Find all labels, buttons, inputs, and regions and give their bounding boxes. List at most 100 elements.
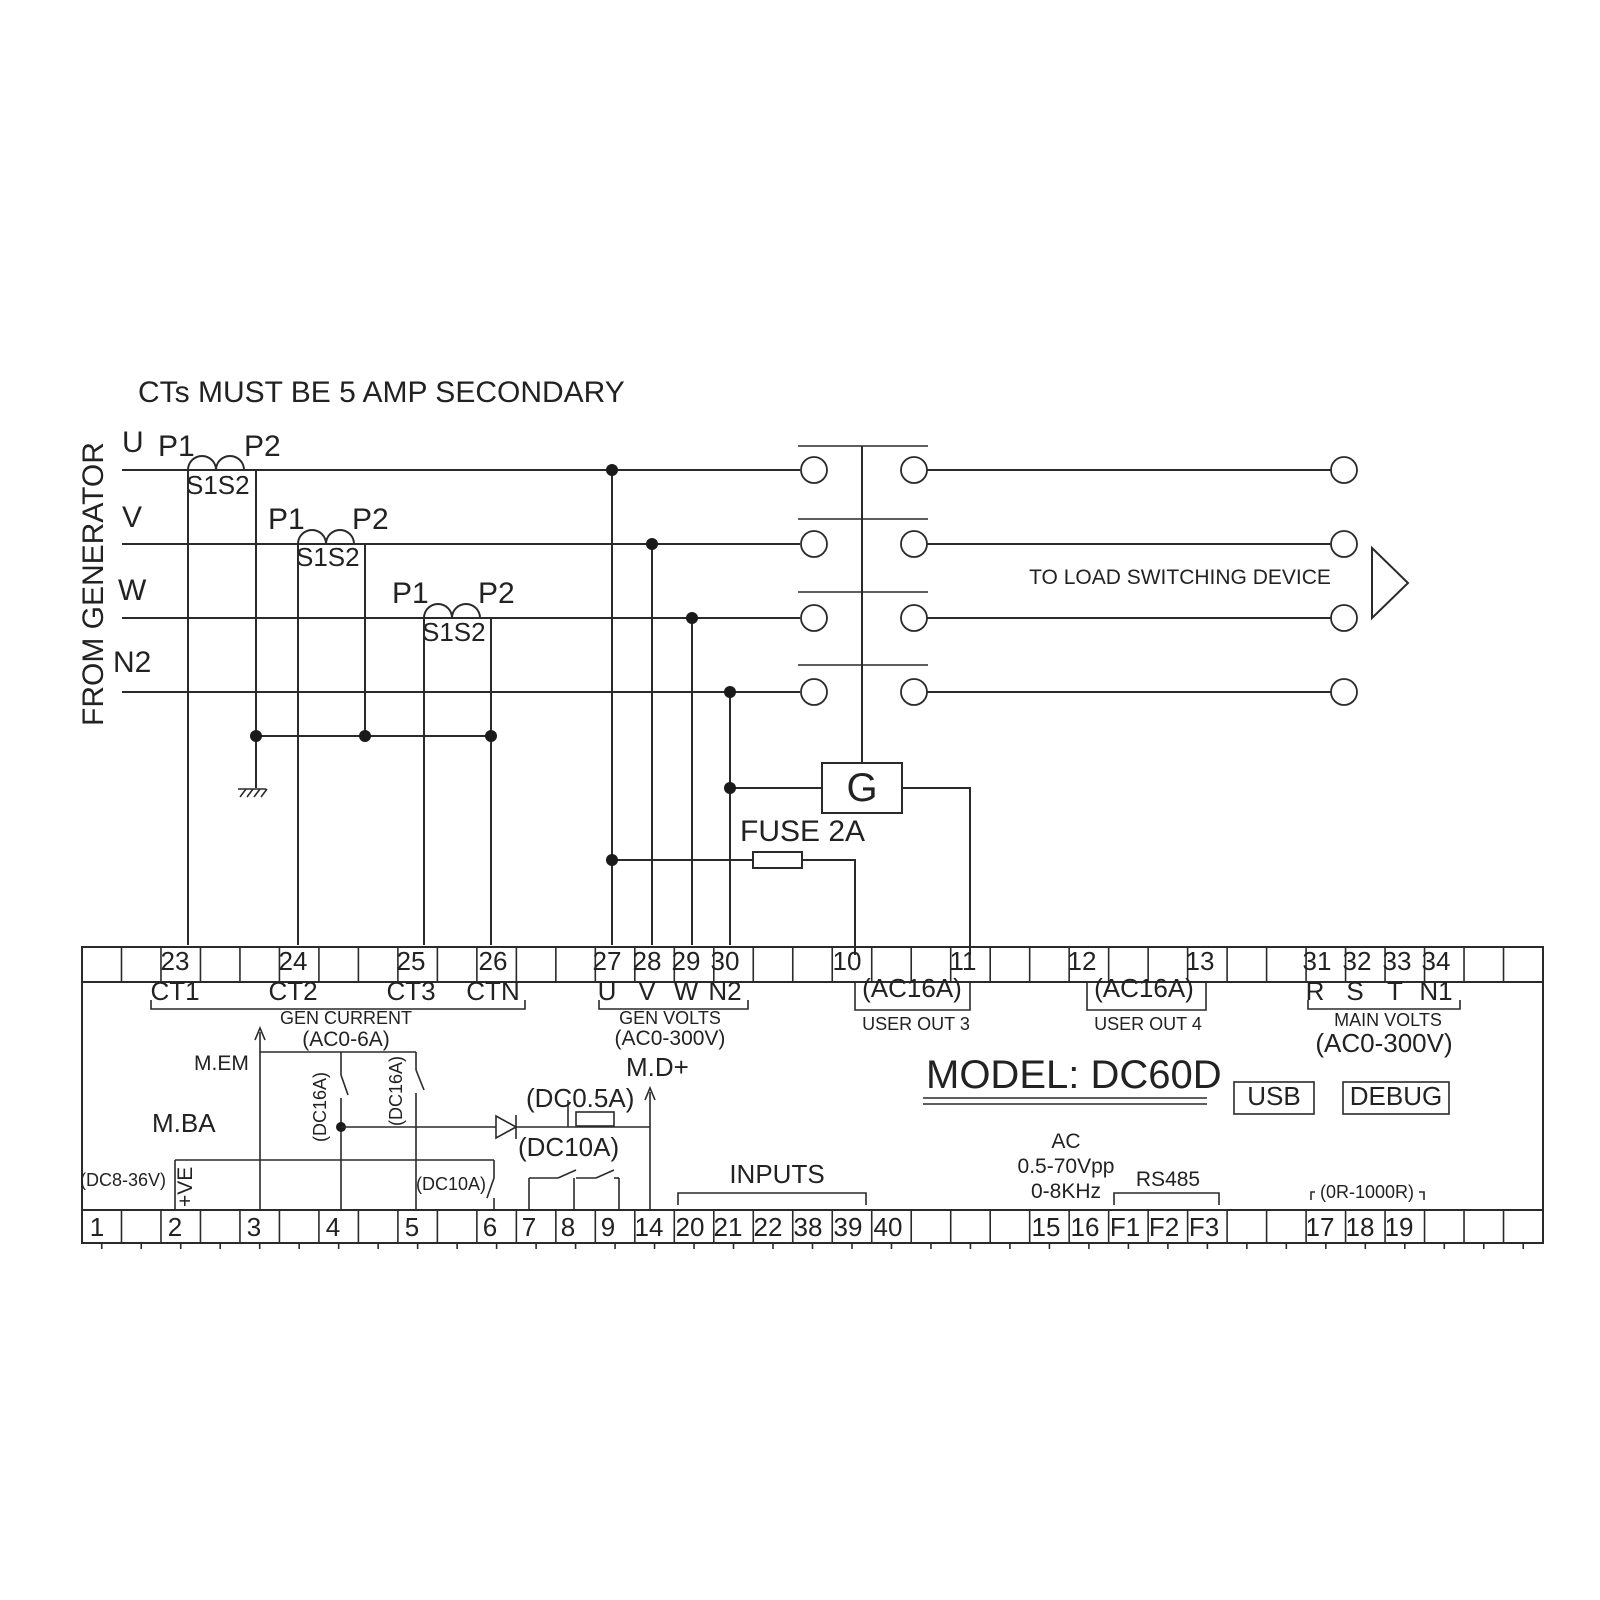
terminal-29: 29 <box>672 946 701 976</box>
load-label: TO LOAD SWITCHING DEVICE <box>1029 566 1331 589</box>
terminal-8: 8 <box>561 1212 575 1242</box>
terminal-26: 26 <box>479 946 508 976</box>
usb-port: USB <box>1233 1081 1315 1115</box>
user-out-3-label: USER OUT 3 <box>862 1014 970 1034</box>
phase-label-u: U <box>122 426 144 459</box>
internal-wiring <box>174 1025 1425 1210</box>
phase-label-n2: N2 <box>113 646 151 679</box>
main-volts-range: (AC0-300V) <box>1315 1028 1452 1058</box>
phase-label-w: W <box>118 574 147 607</box>
m-ba-label: M.BA <box>152 1108 216 1138</box>
contact-n-out <box>900 678 928 706</box>
ctn-name: CTN <box>466 976 519 1006</box>
usb-label: USB <box>1247 1081 1300 1111</box>
user-out-4-label: USER OUT 4 <box>1094 1014 1202 1034</box>
resistance-range-label: (0R-1000R) <box>1320 1182 1414 1202</box>
current-transformer-2: P1 P2 S1S2 <box>268 503 389 572</box>
contact-n-in <box>800 678 828 706</box>
ct3-s1s2-label: S1S2 <box>422 617 486 647</box>
gen-volts-label: GEN VOLTS <box>619 1008 721 1028</box>
terminal-18: 18 <box>1346 1212 1375 1242</box>
fuse-wiring <box>606 851 856 955</box>
terminal-6: 6 <box>483 1212 497 1242</box>
contact-v-in <box>800 530 828 558</box>
gen-volts-wiring <box>606 464 736 945</box>
terminal-39: 39 <box>834 1212 863 1242</box>
freq-range-label: 0-8KHz <box>1031 1180 1101 1203</box>
terminal-13: 13 <box>1186 946 1215 976</box>
top-terminal-numbers: 23 24 25 26 27 28 29 30 10 11 12 13 31 3… <box>161 946 1451 976</box>
m-d-plus-label: M.D+ <box>626 1052 689 1082</box>
main-volt-n1: N1 <box>1419 976 1452 1006</box>
terminal-21: 21 <box>714 1212 743 1242</box>
dc10a-label: (DC10A) <box>518 1132 619 1162</box>
lower-labels: M.EM M.BA (DC8-36V) +VE (DC16A) (DC16A) … <box>80 1052 1414 1207</box>
terminal-12: 12 <box>1068 946 1097 976</box>
terminal-31: 31 <box>1303 946 1332 976</box>
ct1-s1s2-label: S1S2 <box>186 470 250 500</box>
generator-coil: G <box>724 762 971 955</box>
terminal-20: 20 <box>676 1212 705 1242</box>
ct2-s1s2-label: S1S2 <box>296 542 360 572</box>
user-out-4-rating: (AC16A) <box>1094 973 1194 1003</box>
terminal-30: 30 <box>711 946 740 976</box>
terminal-1: 1 <box>90 1212 104 1242</box>
dc05a-label: (DC0.5A) <box>526 1083 634 1113</box>
m-em-label: M.EM <box>194 1052 249 1075</box>
ct2-name: CT2 <box>268 976 317 1006</box>
terminal-3: 3 <box>247 1212 261 1242</box>
ct3-p2-label: P2 <box>478 577 515 610</box>
terminal-34: 34 <box>1422 946 1451 976</box>
contact-w-in <box>800 604 828 632</box>
terminal-10: 10 <box>833 946 862 976</box>
resistor-icon <box>575 1111 615 1127</box>
dc10a-relay-label: (DC10A) <box>416 1174 486 1194</box>
current-transformer-3: P1 P2 S1S2 <box>392 577 515 647</box>
terminal-27: 27 <box>593 946 622 976</box>
ct2-p1-label: P1 <box>268 503 305 536</box>
contactor-switch <box>798 445 928 763</box>
bottom-terminal-cells <box>120 1210 1505 1243</box>
ac-range-label: 0.5-70Vpp <box>1018 1155 1115 1178</box>
ct1-p2-label: P2 <box>244 430 281 463</box>
contact-u-out <box>900 456 928 484</box>
contact-w-out <box>900 604 928 632</box>
dc16a-label-1: (DC16A) <box>310 1072 330 1142</box>
dc16a-label-2: (DC16A) <box>386 1056 406 1126</box>
terminal-11: 11 <box>950 946 977 976</box>
diode-icon <box>495 1114 518 1140</box>
phase-bus-lines <box>122 469 800 693</box>
fuse-label: FUSE 2A <box>740 815 865 848</box>
gen-current-label: GEN CURRENT <box>280 1008 412 1028</box>
terminal-4: 4 <box>326 1212 340 1242</box>
terminal-5: 5 <box>405 1212 419 1242</box>
source-label: FROM GENERATOR <box>77 442 110 726</box>
ct1-name: CT1 <box>150 976 199 1006</box>
gen-volt-n2: N2 <box>708 976 741 1006</box>
rs485-label: RS485 <box>1136 1168 1200 1191</box>
ct-secondary-wiring <box>187 470 497 945</box>
contact-u-in <box>800 456 828 484</box>
terminal-38: 38 <box>794 1212 823 1242</box>
main-volt-t: T <box>1387 976 1403 1006</box>
terminal-22: 22 <box>754 1212 783 1242</box>
user-out-3-rating: (AC16A) <box>862 973 962 1003</box>
terminal-f2: F2 <box>1149 1212 1179 1242</box>
generator-symbol: G <box>846 766 877 810</box>
terminal-2: 2 <box>168 1212 182 1242</box>
main-volt-r: R <box>1306 976 1325 1006</box>
diagram-title: CTs MUST BE 5 AMP SECONDARY <box>138 376 625 409</box>
gen-volt-v: V <box>638 976 656 1006</box>
main-volt-s: S <box>1346 976 1363 1006</box>
terminal-23: 23 <box>161 946 190 976</box>
terminal-19: 19 <box>1385 1212 1414 1242</box>
terminal-14: 14 <box>635 1212 664 1242</box>
terminal-33: 33 <box>1383 946 1412 976</box>
terminal-16: 16 <box>1071 1212 1100 1242</box>
terminal-9: 9 <box>601 1212 615 1242</box>
terminal-f1: F1 <box>1110 1212 1140 1242</box>
supply-range-label: (DC8-36V) <box>80 1170 166 1190</box>
terminal-f3: F3 <box>1189 1212 1219 1242</box>
load-arrow-icon <box>1371 545 1410 621</box>
fuse-icon <box>752 851 803 869</box>
